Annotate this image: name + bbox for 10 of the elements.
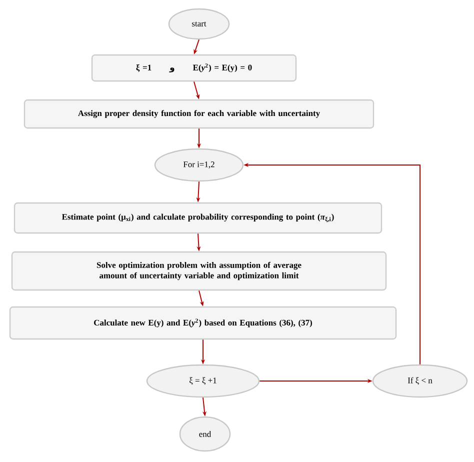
process-box: ξ =1 و E(y$^{2}$) = E(y) = 0 xyxy=(91,54,297,82)
terminal-oval: end xyxy=(179,416,231,452)
terminal-oval: start xyxy=(168,8,230,40)
process-oval: ξ = ξ +1 xyxy=(146,364,260,398)
process-oval: For i=1,2 xyxy=(154,148,244,182)
process-box: Estimate point (μ$_{xi}$) and calculate probability corresponding to point (π$_{ξ,i}$) xyxy=(14,202,382,234)
process-box: Solve optimization problem with assumption of average amount of uncertainty variable and optimization limit xyxy=(11,251,387,291)
process-box: Assign proper density function for each variable with uncertainty xyxy=(24,99,374,129)
decision-oval: If ξ < n xyxy=(372,364,468,398)
process-box: Calculate new E(y) and E(y$^{2}$) based on Equations (36), (37) xyxy=(9,306,397,340)
